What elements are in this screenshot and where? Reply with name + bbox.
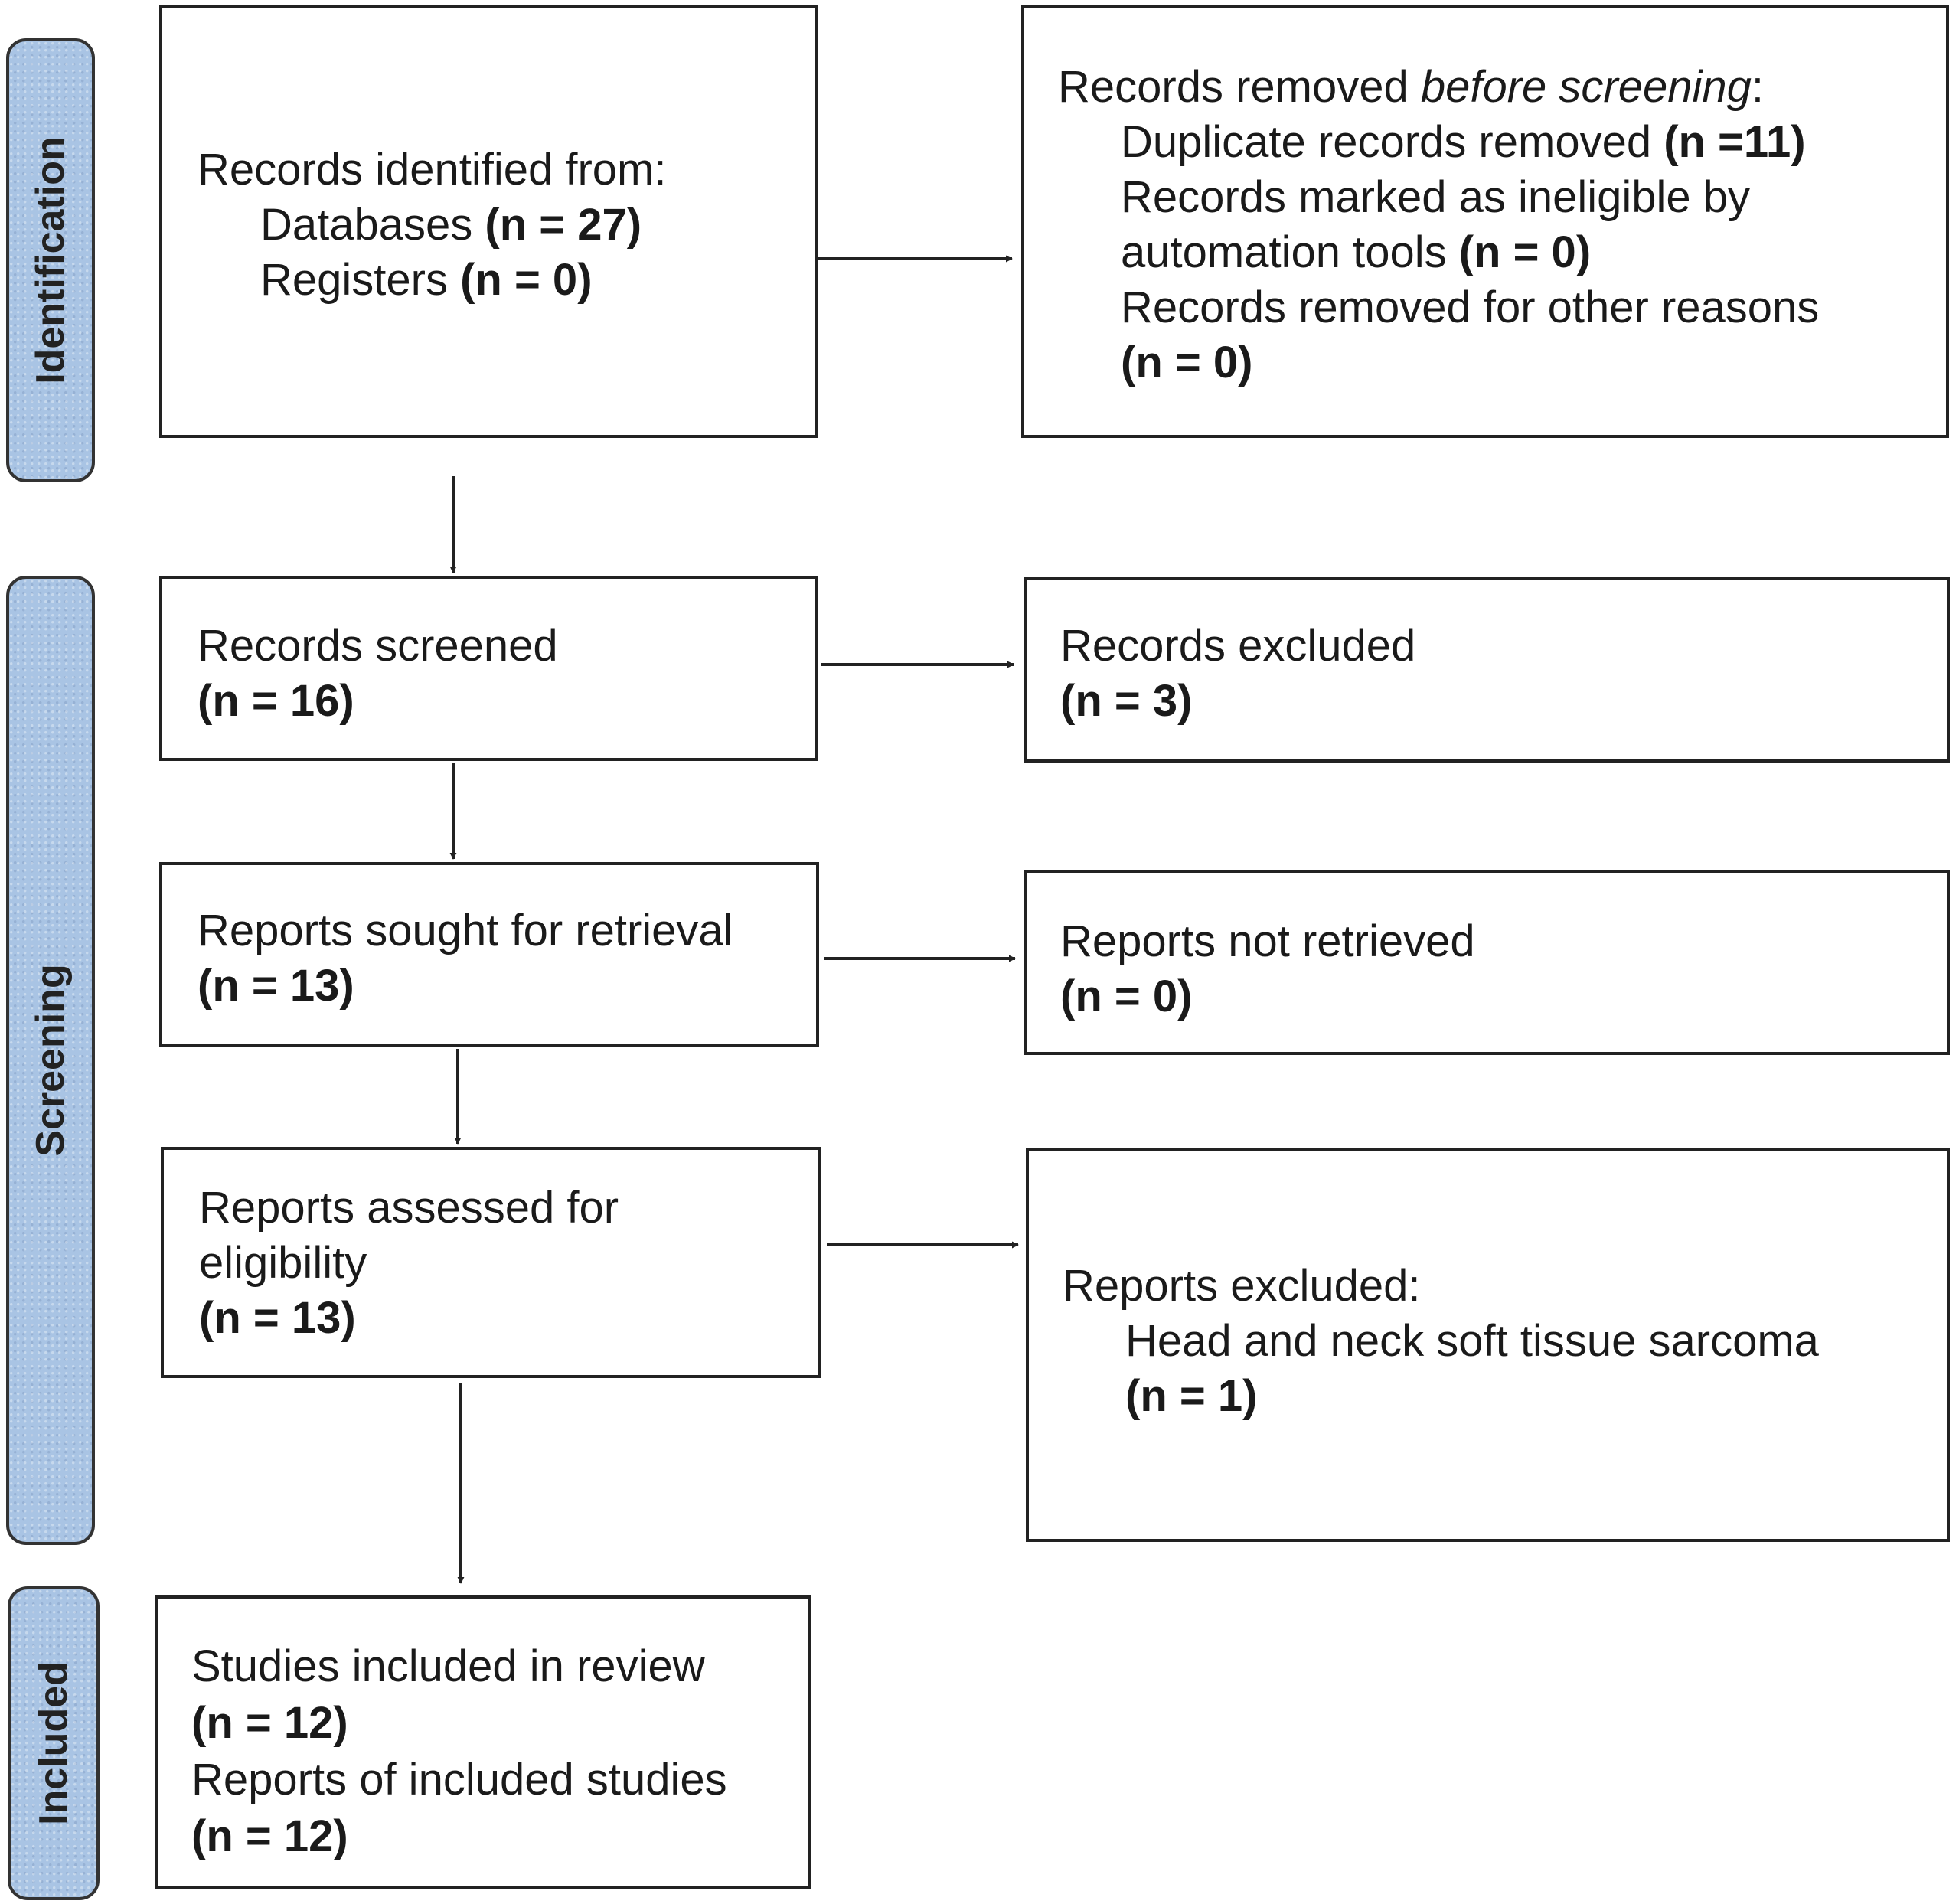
records-excluded-box: Records excluded (n = 3) [1024,577,1950,763]
reports-included-count: (n = 12) [191,1811,348,1861]
reports-included-label: Reports of included studies [191,1755,727,1804]
records-excluded-label: Records excluded [1060,621,1416,671]
reports-assessed-count: (n = 13) [199,1293,356,1343]
databases-count: (n = 27) [485,200,642,250]
reports-assessed-box: Reports assessed for eligibility (n = 13… [161,1147,821,1378]
databases-line: Databases (n = 27) [260,200,642,250]
records-excluded-count: (n = 3) [1060,676,1193,726]
automation-line-2: automation tools (n = 0) [1121,227,1592,277]
records-identified-title: Records identified from: [198,145,667,194]
registers-line: Registers (n = 0) [260,255,593,305]
reports-not-retrieved-label: Reports not retrieved [1060,916,1475,966]
records-screened-label: Records screened [198,621,558,671]
studies-included-label: Studies included in review [191,1641,705,1691]
phase-screening: Screening [6,576,95,1545]
automation-line-1: Records marked as ineligible by [1121,172,1751,222]
reports-not-retrieved-count: (n = 0) [1060,972,1193,1021]
studies-included-box: Studies included in review (n = 12) Repo… [155,1595,811,1889]
reports-sought-box: Reports sought for retrieval (n = 13) [159,862,819,1047]
records-identified-box: Records identified from: Databases (n = … [159,5,818,438]
reports-sought-count: (n = 13) [198,961,354,1011]
records-removed-title: Records removed before screening: [1058,62,1765,112]
other-reasons-line: Records removed for other reasons [1121,282,1820,332]
duplicates-count: (n =11) [1664,117,1806,167]
reports-excluded-count: (n = 1) [1125,1371,1258,1421]
reports-excluded-box: Reports excluded: Head and neck soft tis… [1026,1148,1950,1542]
registers-count: (n = 0) [460,255,593,305]
records-screened-count: (n = 16) [198,676,354,726]
reports-assessed-line-2: eligibility [199,1238,367,1288]
reports-assessed-line-1: Reports assessed for [199,1183,619,1233]
other-reasons-count: (n = 0) [1121,338,1253,387]
phase-included: Included [8,1586,100,1900]
duplicates-line: Duplicate records removed (n =11) [1121,117,1806,167]
phase-identification: Identification [6,38,95,482]
automation-count: (n = 0) [1458,227,1592,277]
reports-excluded-title: Reports excluded: [1063,1261,1421,1311]
records-screened-box: Records screened (n = 16) [159,576,818,761]
studies-included-count: (n = 12) [191,1698,348,1748]
reports-not-retrieved-box: Reports not retrieved (n = 0) [1024,870,1950,1055]
reports-excluded-reason: Head and neck soft tissue sarcoma [1125,1316,1819,1366]
records-removed-box: Records removed before screening: Duplic… [1021,5,1949,438]
reports-sought-label: Reports sought for retrieval [198,906,733,955]
